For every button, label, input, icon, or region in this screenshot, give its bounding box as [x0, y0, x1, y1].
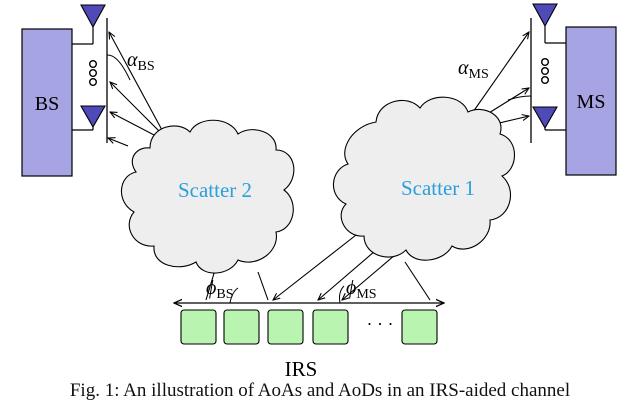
irs-element — [223, 309, 260, 345]
irs-element — [267, 309, 304, 345]
irs-label: IRS — [285, 357, 318, 381]
phi-bs-label: ϕBS — [206, 277, 233, 302]
phi-ms-subscript: MS — [356, 287, 376, 302]
irs-element — [401, 309, 438, 345]
bs-antenna-array — [80, 4, 108, 143]
ms-dots-icon — [541, 58, 550, 84]
irs-panel: · · · IRS — [174, 285, 444, 381]
ms-top-antenna-icon — [532, 3, 558, 28]
scatter-2-cloud — [120, 119, 295, 274]
phi-bs-arc — [229, 287, 239, 304]
ms-box — [565, 26, 617, 176]
alpha-ms-arc — [507, 95, 532, 101]
bs-station: BS — [21, 28, 93, 177]
phi-ms-arc — [339, 285, 345, 304]
alpha-bs-label: αBS — [127, 49, 155, 74]
bs-top-antenna-icon — [80, 4, 106, 29]
ms-bottom-antenna-icon — [532, 106, 558, 130]
alpha-bs-subscript: BS — [138, 59, 155, 74]
scatter-1-label: Scatter 1 — [401, 176, 475, 200]
ms-station: MS — [545, 26, 617, 176]
bs-signal-paths — [108, 32, 163, 147]
irs-signal-paths — [205, 227, 431, 300]
phi-ms-label: ϕMS — [346, 277, 377, 302]
bs-dots-icon — [88, 60, 97, 86]
irs-ellipsis: · · · — [367, 314, 394, 334]
alpha-bs-arc — [106, 54, 131, 81]
phi-bs-subscript: BS — [216, 287, 233, 302]
bs-box — [21, 28, 73, 177]
bs-bottom-antenna-icon — [80, 105, 106, 129]
ms-antenna-array — [530, 3, 558, 143]
alpha-ms-subscript: MS — [469, 67, 489, 82]
irs-element — [312, 309, 349, 345]
figure-caption: Fig. 1: An illustration of AoAs and AoDs… — [69, 380, 571, 401]
irs-element — [180, 309, 217, 345]
scatter-2-label: Scatter 2 — [178, 178, 252, 202]
alpha-ms-label: αMS — [458, 57, 489, 82]
scatter-1-cloud — [332, 96, 515, 261]
bs-label: BS — [35, 93, 59, 115]
ms-label: MS — [577, 91, 606, 113]
